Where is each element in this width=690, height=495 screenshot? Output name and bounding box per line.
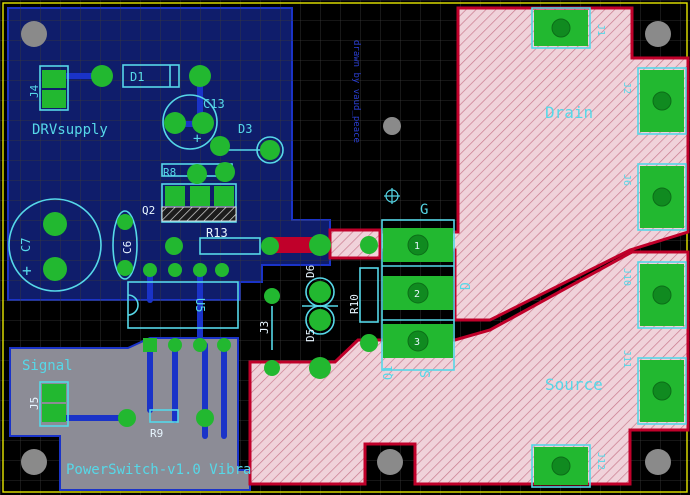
label-g: G: [420, 202, 428, 218]
label-c7-plus: +: [22, 261, 32, 280]
pad-r8-2[interactable]: [215, 162, 235, 182]
label-j11: J11: [621, 350, 632, 368]
pad-j5-2[interactable]: [42, 404, 66, 422]
label-r8: R8: [163, 166, 176, 179]
pad-j3-2[interactable]: [264, 360, 280, 376]
pad-u5-5[interactable]: [215, 263, 229, 277]
pad-d5-1[interactable]: [309, 309, 331, 331]
pad-r13-2[interactable]: [261, 237, 279, 255]
pad-r10-2[interactable]: [360, 334, 378, 352]
pad-q2-3[interactable]: [214, 186, 234, 206]
pad-c13-1[interactable]: [164, 112, 186, 134]
pad-j4-1[interactable]: [42, 70, 66, 88]
mount-hole-top-right: [645, 21, 671, 47]
pad-j5-1[interactable]: [42, 384, 66, 402]
pad-d6-2[interactable]: [309, 281, 331, 303]
pad-u5-1[interactable]: [143, 338, 157, 352]
mount-hole-top-left: [21, 21, 47, 47]
pads: [42, 10, 684, 485]
q2-body: [161, 206, 237, 222]
pad-u5-8[interactable]: [143, 263, 157, 277]
label-u5: U5: [193, 298, 207, 312]
label-j1: J1: [595, 24, 606, 36]
pad-r9-2[interactable]: [196, 409, 214, 427]
label-q1: Q1: [381, 366, 395, 380]
label-signal: Signal: [22, 358, 73, 374]
label-j2: J2: [621, 82, 632, 94]
pad-c7-1[interactable]: [43, 212, 67, 236]
label-r10: R10: [348, 294, 361, 314]
label-drain: Drain: [545, 103, 593, 122]
label-c6: C6: [121, 241, 134, 254]
label-d5: D5: [304, 329, 317, 342]
pad-u5-2[interactable]: [168, 338, 182, 352]
pad-q2-2[interactable]: [190, 186, 210, 206]
label-j4: J4: [28, 84, 41, 98]
pad-d3-1[interactable]: [210, 136, 230, 156]
pad-r13-1[interactable]: [165, 237, 183, 255]
label-d1: D1: [130, 70, 144, 84]
label-d6: D6: [304, 265, 317, 278]
label-j6: J6: [621, 174, 632, 186]
label-r13: R13: [206, 226, 228, 240]
pad-j3-1[interactable]: [264, 288, 280, 304]
pad-d5-2[interactable]: [309, 357, 331, 379]
label-title: PowerSwitch-v1.0 Vibra: [66, 462, 251, 478]
label-s: S: [419, 370, 434, 378]
pad-d3-2[interactable]: [260, 140, 280, 160]
pad-r10-1[interactable]: [360, 236, 378, 254]
pad-j4-2[interactable]: [42, 90, 66, 108]
label-c13-plus: +: [193, 131, 201, 147]
mount-hole-bottom-left: [21, 449, 47, 475]
label-drvsupply: DRVsupply: [32, 122, 108, 138]
pad-u5-7[interactable]: [168, 263, 182, 277]
pad-u5-3[interactable]: [193, 338, 207, 352]
pad-q2-1[interactable]: [165, 186, 185, 206]
label-d3: D3: [238, 122, 252, 136]
mount-hole-bottom-mid: [377, 449, 403, 475]
label-j10: J10: [621, 268, 632, 286]
label-d: D: [459, 282, 474, 290]
mount-hole-bottom-right: [645, 449, 671, 475]
pad-d6-1[interactable]: [309, 234, 331, 256]
pad-c6-1[interactable]: [117, 214, 133, 230]
label-j12: J12: [595, 452, 606, 470]
label-source: Source: [545, 375, 603, 394]
pad-drills: [407, 18, 672, 476]
pad-u5-6[interactable]: [193, 263, 207, 277]
label-q1-pin3: 3: [414, 337, 420, 348]
label-r9: R9: [150, 427, 163, 440]
label-q1-pin1: 1: [414, 241, 420, 252]
pad-r9-1[interactable]: [118, 409, 136, 427]
pad-c6-2[interactable]: [117, 260, 133, 276]
label-j5: J5: [28, 397, 41, 410]
fiducial-marker: [384, 188, 400, 204]
label-author: drawn by vaud_peace: [351, 40, 361, 143]
pad-r8-1[interactable]: [187, 164, 207, 184]
label-j3: J3: [258, 321, 271, 334]
label-c13: C13: [203, 97, 225, 111]
label-q1-pin2: 2: [414, 289, 420, 300]
pad-c7-2[interactable]: [43, 257, 67, 281]
label-c7: C7: [19, 238, 33, 252]
pad-c13-2[interactable]: [192, 112, 214, 134]
pad-d1-k[interactable]: [189, 65, 211, 87]
label-q2: Q2: [142, 204, 155, 217]
pad-u5-4[interactable]: [217, 338, 231, 352]
mount-hole-center: [383, 117, 401, 135]
pad-d1-a[interactable]: [91, 65, 113, 87]
